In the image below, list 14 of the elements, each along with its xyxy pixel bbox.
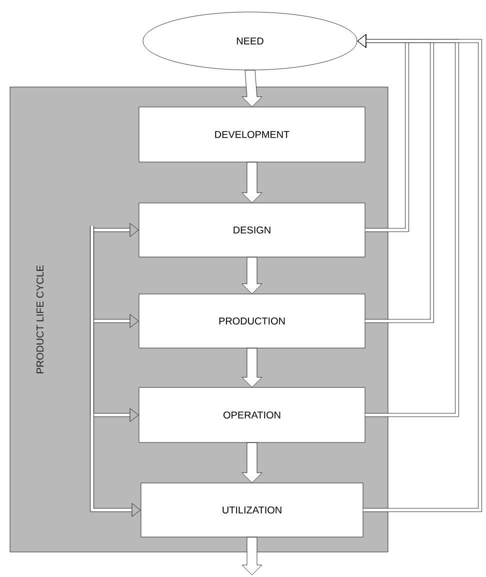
block-arrow (242, 348, 262, 388)
oval-node: NEED (142, 12, 358, 70)
process-box: UTILIZATION (140, 482, 364, 538)
input-arrow (90, 226, 141, 517)
block-arrow (242, 537, 262, 576)
block-arrow (242, 162, 262, 203)
feedback-arrow (357, 34, 482, 512)
process-box: PRODUCTION (138, 294, 366, 348)
block-arrow (242, 70, 262, 107)
process-box: DEVELOPMENT (138, 106, 366, 162)
block-arrow (242, 257, 262, 294)
process-box: DESIGN (138, 202, 366, 258)
process-box: OPERATION (138, 387, 366, 443)
block-arrow (242, 442, 262, 483)
